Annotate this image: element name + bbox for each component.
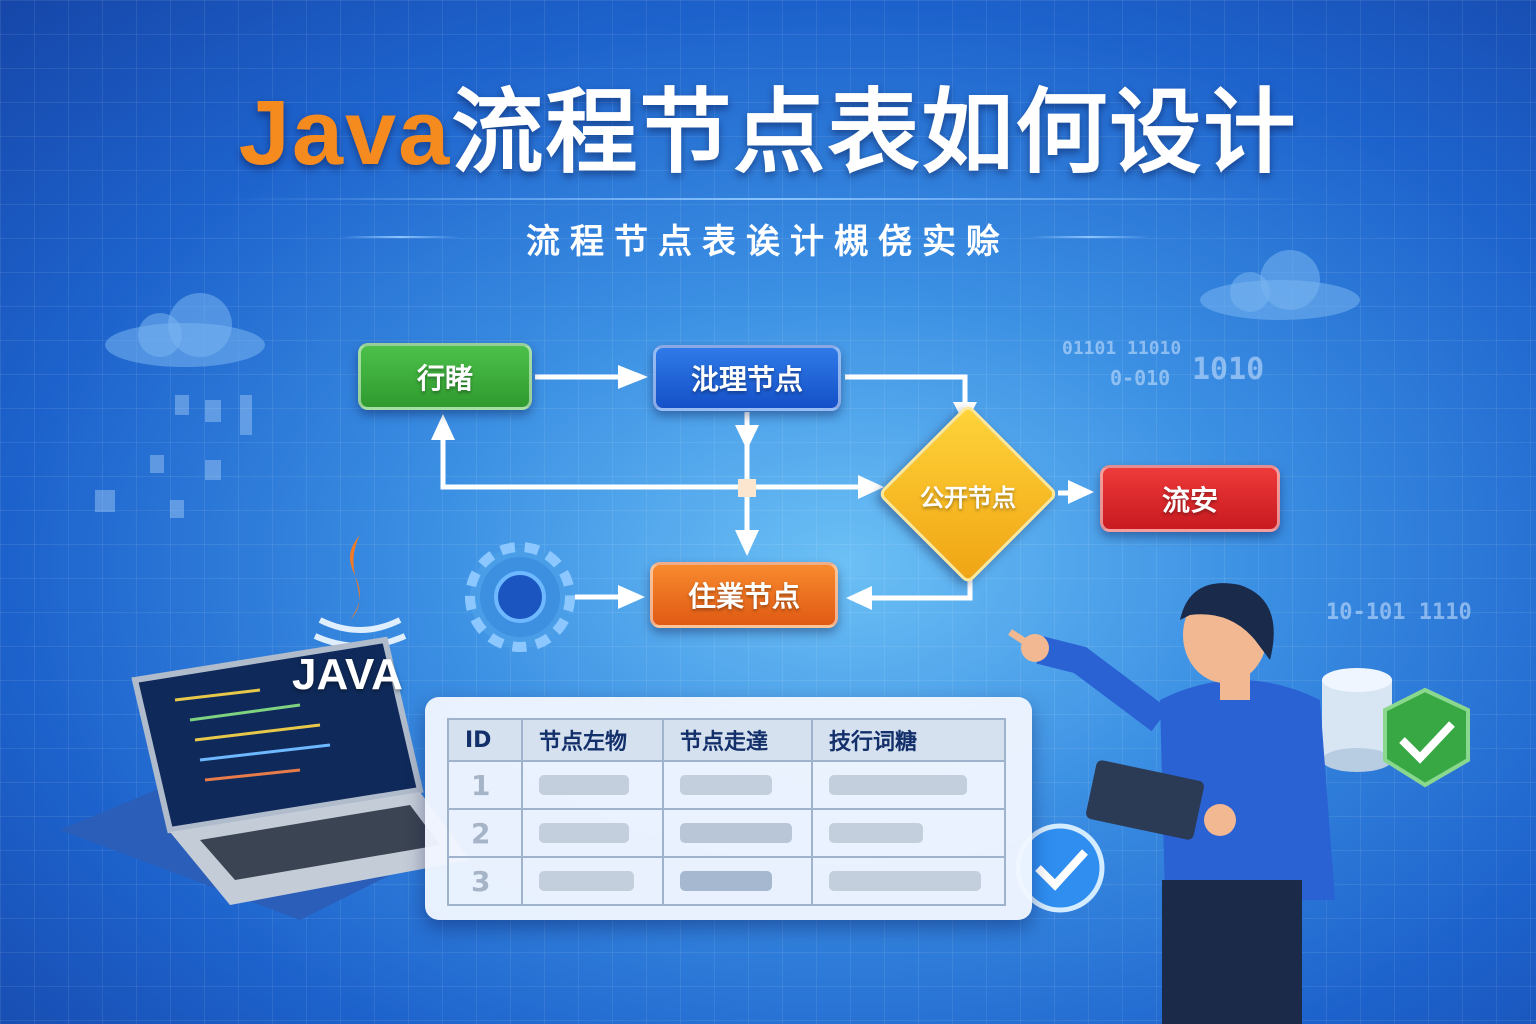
- column-header: ID: [447, 718, 523, 762]
- shield-check-icon: [1383, 687, 1470, 788]
- junction: [738, 479, 756, 497]
- binary-text: 01101 11010: [1062, 338, 1182, 359]
- placeholder-bar: [680, 823, 792, 843]
- flow-node-end[interactable]: 流安: [1100, 465, 1280, 532]
- java-logo-text: JAVA: [292, 650, 403, 699]
- flow-node-process[interactable]: 沘理节点: [653, 345, 841, 411]
- table-row[interactable]: 3: [447, 856, 1006, 906]
- binary-text: 0-010: [1110, 366, 1171, 390]
- placeholder-bar: [680, 775, 772, 795]
- database-icon: [1322, 668, 1392, 772]
- row-id: 3: [447, 856, 523, 906]
- placeholder-bar: [829, 775, 967, 795]
- java-logo-icon: [313, 535, 407, 649]
- flow-node-start[interactable]: 行睹: [358, 343, 532, 410]
- binary-text: 10-101 1110: [1326, 600, 1472, 625]
- cloud-icon: [1200, 250, 1360, 320]
- gear-icon: [465, 542, 575, 652]
- flow-node-decision[interactable]: 公开节点: [920, 483, 1016, 512]
- row-id: 1: [447, 760, 523, 810]
- person-illustration: [1008, 583, 1335, 1024]
- column-header: 节点左物: [521, 718, 664, 762]
- divider: [1030, 236, 1150, 238]
- divider: [340, 236, 460, 238]
- cloud-icon: [105, 293, 265, 367]
- title-rest: 流程节点表如何设计: [451, 79, 1298, 186]
- node-table-card: ID 节点左物 节点走達 技行词糖 1 2 3: [425, 697, 1032, 920]
- title-java: Java: [238, 82, 452, 184]
- row-id: 2: [447, 808, 523, 858]
- divider: [230, 198, 1310, 200]
- placeholder-bar: [680, 871, 772, 891]
- table-row[interactable]: 1: [447, 760, 1006, 810]
- laptop-icon: [60, 636, 470, 920]
- table-row[interactable]: 2: [447, 808, 1006, 858]
- placeholder-bar: [539, 775, 629, 795]
- placeholder-bar: [829, 823, 923, 843]
- page-title: Java流程节点表如何设计: [0, 58, 1536, 191]
- column-header: 节点走達: [662, 718, 813, 762]
- placeholder-bar: [539, 823, 629, 843]
- placeholder-bar: [539, 871, 634, 891]
- subtitle: 流程节点表诶计槻侥实赊: [526, 222, 1010, 262]
- table-header-row: ID 节点左物 节点走達 技行词糖: [447, 718, 1006, 762]
- flow-node-task[interactable]: 住業节点: [650, 562, 838, 628]
- column-header: 技行词糖: [811, 718, 1006, 762]
- node-table: ID 节点左物 节点走達 技行词糖 1 2 3: [447, 718, 1006, 906]
- binary-text: 1010: [1192, 352, 1265, 387]
- placeholder-bar: [829, 871, 981, 891]
